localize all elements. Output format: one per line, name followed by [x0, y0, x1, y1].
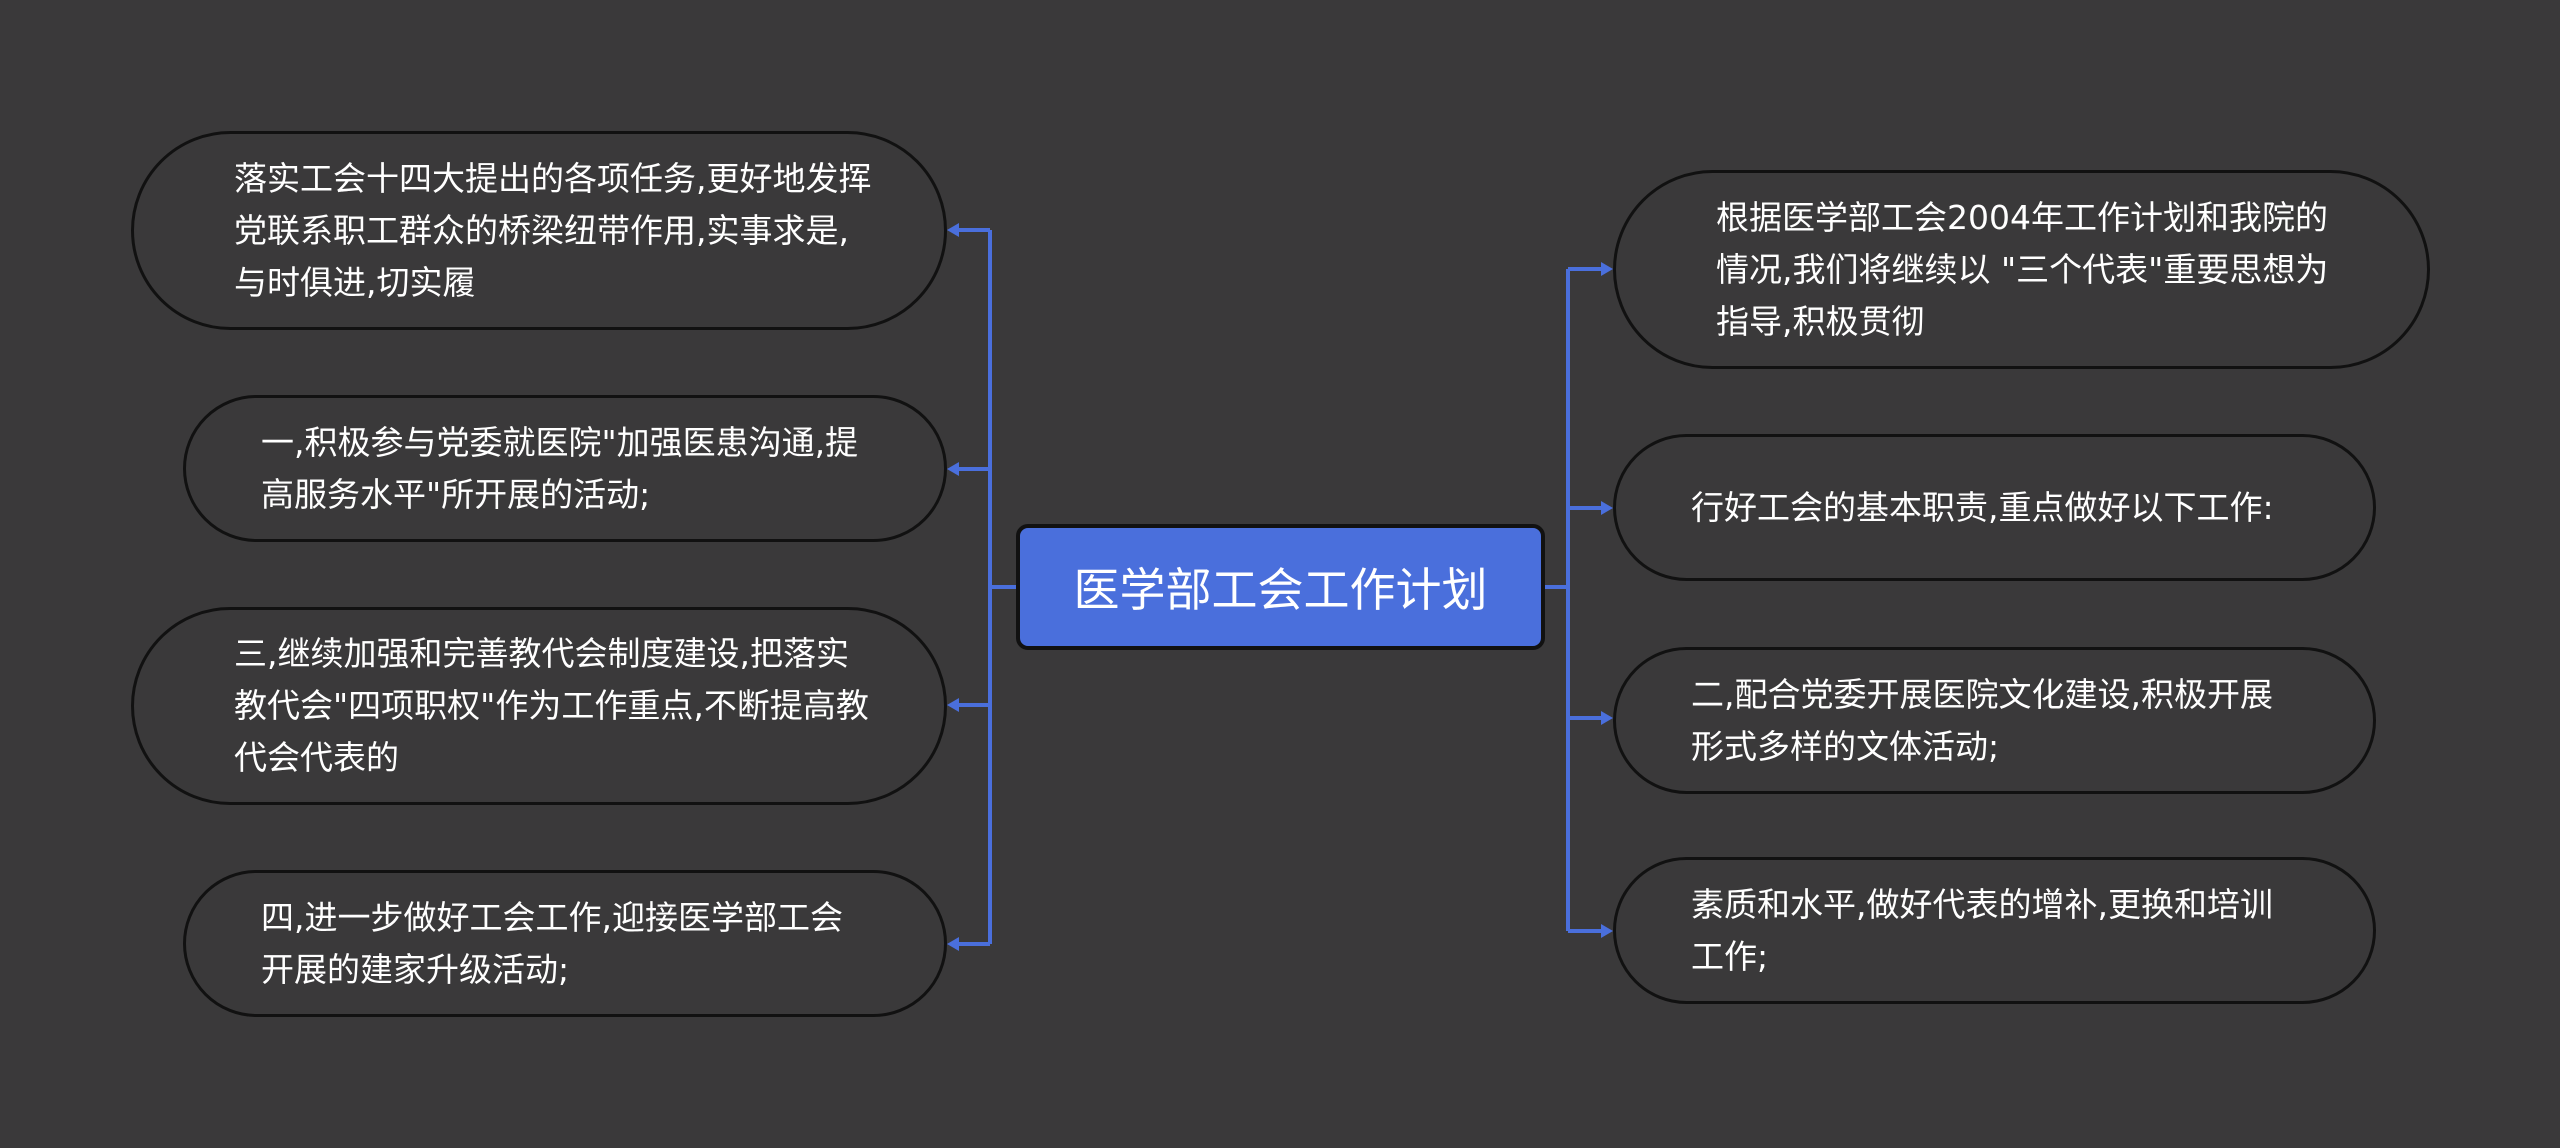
left-topic-4[interactable]: 四,进一步做好工会工作,迎接医学部工会开展的建家升级活动; [183, 870, 947, 1017]
left-topic-2[interactable]: 一,积极参与党委就医院"加强医患沟通,提高服务水平"所开展的活动; [183, 395, 947, 542]
arrow-icon [1601, 501, 1613, 515]
topic-text: 三,继续加强和完善教代会制度建设,把落实教代会"四项职权"作为工作重点,不断提高… [234, 634, 869, 777]
topic-text: 行好工会的基本职责,重点做好以下工作: [1691, 487, 2274, 527]
root-topic-label: 医学部工会工作计划 [1073, 563, 1488, 617]
topic-text: 四,进一步做好工会工作,迎接医学部工会开展的建家升级活动; [261, 897, 843, 989]
right-topic-2[interactable]: 行好工会的基本职责,重点做好以下工作: [1613, 434, 2376, 581]
topic-text: 落实工会十四大提出的各项任务,更好地发挥党联系职工群众的桥梁纽带作用,实事求是,… [234, 158, 872, 302]
right-topic-3[interactable]: 二,配合党委开展医院文化建设,积极开展形式多样的文体活动; [1613, 647, 2376, 794]
root-topic[interactable]: 医学部工会工作计划 [1016, 524, 1545, 650]
right-topic-4[interactable]: 素质和水平,做好代表的增补,更换和培训工作; [1613, 857, 2376, 1004]
topic-text: 素质和水平,做好代表的增补,更换和培训工作; [1691, 884, 2273, 976]
arrow-icon [947, 223, 959, 237]
arrow-icon [947, 698, 959, 712]
arrow-icon [1601, 924, 1613, 938]
left-topic-3[interactable]: 三,继续加强和完善教代会制度建设,把落实教代会"四项职权"作为工作重点,不断提高… [131, 607, 947, 805]
arrow-icon [947, 462, 959, 476]
topic-text: 一,积极参与党委就医院"加强医患沟通,提高服务水平"所开展的活动; [261, 422, 859, 514]
arrow-icon [1601, 711, 1613, 725]
arrow-icon [947, 937, 959, 951]
right-topic-1[interactable]: 根据医学部工会2004年工作计划和我院的情况,我们将继续以 "三个代表"重要思想… [1613, 170, 2430, 369]
arrow-icon [1601, 262, 1613, 276]
topic-text: 根据医学部工会2004年工作计划和我院的情况,我们将继续以 "三个代表"重要思想… [1716, 197, 2329, 341]
topic-text: 二,配合党委开展医院文化建设,积极开展形式多样的文体活动; [1691, 674, 2273, 766]
left-topic-1[interactable]: 落实工会十四大提出的各项任务,更好地发挥党联系职工群众的桥梁纽带作用,实事求是,… [131, 131, 947, 330]
